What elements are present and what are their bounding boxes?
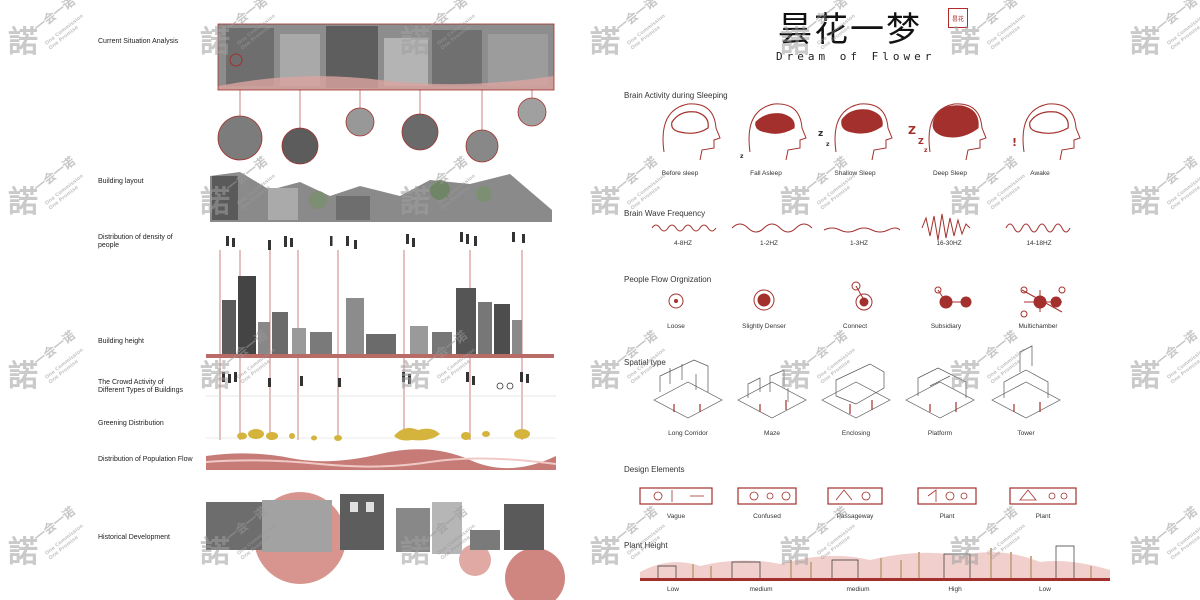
building-height-bars (206, 276, 554, 358)
caption-flow-type: Loose (667, 323, 685, 330)
flow-diagrams (668, 281, 1066, 318)
building-layout-strip (210, 172, 552, 222)
head-awake (1022, 103, 1081, 161)
label-crowd-activity: The Crowd Activity of Different Types of… (98, 379, 183, 394)
caption-spatial-type: Maze (764, 430, 780, 437)
label-building-height: Building height (98, 338, 144, 345)
head-fall-asleep (748, 103, 807, 161)
head-deep-sleep (928, 103, 987, 161)
urban-analysis-board: Current Situation Analysis Building layo… (98, 23, 565, 600)
caption-wave-frequency: 14-18HZ (1026, 240, 1052, 247)
caption-plant-height: medium (846, 586, 870, 593)
svg-text:z: z (826, 141, 830, 148)
caption-spatial-type: Long Corridor (668, 430, 708, 437)
section-brain-wave: Brain Wave Frequency (624, 209, 706, 218)
people-figures (226, 232, 525, 250)
title-chinese: 昙花一梦 (778, 10, 922, 50)
svg-text:!: ! (1012, 136, 1017, 149)
section-brain-activity: Brain Activity during Sleeping (624, 91, 728, 100)
caption-plant-height: medium (749, 586, 773, 593)
greening-blobs (206, 428, 556, 441)
section-plant-height: Plant Height (624, 541, 668, 550)
label-density: Distribution of density of people (98, 234, 173, 249)
caption-wave-frequency: 1-3HZ (849, 240, 869, 247)
svg-text:z: z (818, 129, 823, 139)
caption-flow-type: Multichamber (1018, 323, 1058, 330)
caption-sleep-stage: Before sleep (661, 170, 699, 177)
caption-design-element: Plant (1035, 513, 1051, 520)
crowd-activity-row (206, 372, 556, 397)
caption-flow-type: Connect (842, 323, 868, 330)
caption-wave-frequency: 4-8HZ (673, 240, 693, 247)
caption-wave-frequency: 1-2HZ (759, 240, 779, 247)
concept-graphics: z z z Z Z z ! (639, 103, 1110, 581)
caption-sleep-stage: Shallow Sleep (834, 170, 876, 177)
section-design-elements: Design Elements (624, 465, 685, 474)
population-flow-wave (205, 449, 557, 470)
caption-plant-height: High (948, 586, 962, 593)
design-concept-board: 昙花一梦 昙花 Dream of Flower (600, 0, 1200, 600)
detail-photo-circles (217, 90, 547, 165)
caption-flow-type: Slightly Denser (742, 323, 786, 330)
seal-stamp: 昙花 (948, 8, 968, 28)
label-greening: Greening Distribution (98, 420, 164, 427)
title-english: Dream of Flower (776, 50, 936, 63)
section-people-flow: People Flow Orgnization (624, 275, 712, 284)
brain-waves (651, 213, 1071, 241)
head-shallow-sleep (834, 103, 893, 161)
svg-text:z: z (740, 153, 744, 160)
street-photo-collage (217, 23, 555, 91)
caption-sleep-stage: Deep Sleep (933, 170, 967, 177)
caption-sleep-stage: Awake (1030, 170, 1050, 177)
caption-design-element: Passageway (836, 513, 874, 520)
svg-text:z: z (924, 147, 928, 154)
caption-plant-height: Low (667, 586, 679, 593)
caption-plant-height: Low (1039, 586, 1051, 593)
section-spatial-type: Spatial type (624, 358, 666, 367)
analysis-graphics (205, 23, 565, 600)
head-before-sleep (662, 103, 721, 161)
caption-design-element: Confused (753, 513, 781, 520)
brain-heads (662, 103, 1081, 161)
svg-text:Z: Z (918, 137, 924, 146)
caption-wave-frequency: 16-30HZ (936, 240, 962, 247)
label-current-situation: Current Situation Analysis (98, 38, 179, 45)
design-element-icons (653, 489, 1068, 502)
spatial-red-accents (673, 400, 1041, 414)
caption-sleep-stage: Fall Asleep (750, 170, 782, 177)
historical-collage (206, 492, 565, 600)
label-population-flow: Distribution of Population Flow (98, 456, 193, 463)
sleep-z-marks: z z z Z Z z ! (740, 124, 1017, 160)
caption-spatial-type: Tower (1017, 430, 1035, 437)
spatial-type-isometrics (653, 345, 1061, 419)
caption-spatial-type: Enclosing (841, 430, 871, 437)
caption-design-element: Plant (939, 513, 955, 520)
caption-design-element: Vague (666, 513, 686, 520)
label-historical: Historical Development (98, 534, 170, 541)
plant-height-strip (640, 545, 1110, 581)
svg-text:Z: Z (908, 124, 916, 137)
caption-spatial-type: Platform (927, 430, 953, 437)
label-building-layout: Building layout (98, 178, 144, 185)
caption-flow-type: Subsidiary (930, 323, 962, 330)
design-element-boxes (639, 487, 1077, 505)
